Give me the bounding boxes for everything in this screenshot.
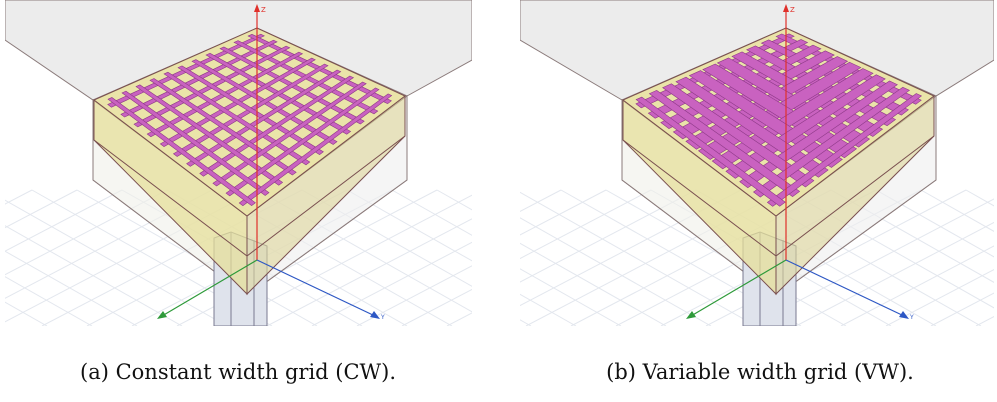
x-axis-arrow	[157, 311, 167, 319]
background-grid-line	[520, 191, 757, 326]
background-grid-line	[446, 312, 472, 326]
background-grid-line	[885, 268, 994, 326]
background-grid-line	[5, 189, 78, 229]
axis-triad: ZY	[686, 4, 914, 321]
background-grid-line	[356, 265, 472, 326]
background-grid-line	[5, 225, 183, 326]
grid-strip	[752, 86, 911, 198]
y-axis	[256, 259, 376, 317]
background-grid-line	[5, 301, 48, 326]
background-grid-line	[520, 242, 667, 326]
background-grid-line	[401, 288, 472, 326]
background-grid-line	[5, 199, 228, 326]
grid-strip	[225, 87, 380, 197]
y-axis	[785, 259, 905, 317]
x-axis-arrow	[686, 311, 696, 319]
background-grid-line	[520, 189, 607, 236]
background-grid-line	[520, 217, 712, 326]
grid-strip	[635, 96, 786, 207]
background-grid-line	[5, 250, 138, 326]
background-grid-line	[311, 241, 472, 326]
background-grid-line	[266, 218, 472, 326]
y-axis-label: Y	[909, 314, 914, 321]
background-grid-line	[840, 245, 994, 326]
background-grid-line	[5, 189, 123, 252]
background-grid-line	[930, 292, 994, 326]
background-grid-line	[346, 189, 472, 262]
metal-grid	[635, 33, 923, 207]
background-grid-line	[520, 293, 577, 326]
grid-strip	[149, 78, 297, 176]
grid-strip	[662, 83, 815, 188]
x-axis	[161, 259, 258, 317]
z-axis-arrow	[254, 4, 260, 12]
z-axis-label: Z	[261, 6, 266, 14]
z-axis-arrow	[783, 4, 789, 12]
background-grid-line	[520, 189, 697, 283]
background-grid-line	[520, 268, 622, 326]
grid-strip	[107, 97, 256, 207]
background-grid-line	[5, 276, 93, 326]
x-axis	[690, 259, 787, 317]
substrate-layer-line	[622, 135, 935, 257]
figure-a-scene: ZY	[5, 0, 472, 326]
grid-strip	[766, 93, 923, 207]
axis-triad: ZY	[157, 4, 385, 321]
grid-strip	[121, 90, 270, 196]
grid-strip	[212, 81, 367, 187]
grid-strip	[163, 71, 311, 166]
background-grid-line	[795, 221, 994, 326]
background-grid-line	[391, 189, 472, 236]
substrate-layer-line	[93, 135, 406, 257]
background-grid-line	[5, 189, 168, 276]
background-grid-line	[975, 316, 994, 326]
grid-strip	[135, 84, 284, 186]
grid-strip	[238, 93, 393, 207]
y-axis-arrow	[899, 311, 909, 319]
z-axis-label: Z	[790, 6, 795, 14]
caption-b: (b) Variable width grid (VW).	[606, 360, 914, 384]
grid-strip	[199, 75, 355, 177]
background-grid-line	[5, 189, 33, 205]
metal-grid	[107, 33, 393, 207]
y-axis-arrow	[370, 311, 380, 319]
caption-a: (a) Constant width grid (CW).	[80, 360, 396, 384]
background-grid-line	[920, 189, 994, 232]
background-grid-line	[875, 189, 994, 258]
grid-strip	[648, 90, 801, 198]
grid-strip	[177, 65, 324, 156]
figure-b-scene: ZY	[520, 0, 994, 326]
y-axis-label: Y	[380, 314, 385, 321]
background-grid-line	[520, 189, 652, 260]
grid-strip	[186, 69, 342, 167]
